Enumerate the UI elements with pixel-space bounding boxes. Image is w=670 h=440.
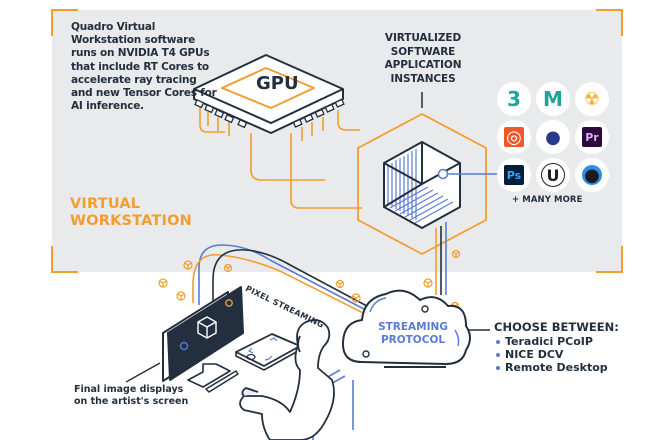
app-glyph: Ps [497, 158, 531, 192]
section-title: VIRTUAL WORKSTATION [70, 196, 192, 230]
app-glyph-text: Pr [582, 127, 602, 147]
gpu-connector-lines [199, 107, 362, 209]
gpu-description: Quadro Virtual Workstation software runs… [71, 21, 217, 113]
monitor-icon [162, 286, 244, 388]
app-unreal-engine-icon: U [536, 158, 570, 192]
app-glyph: ◎ [497, 120, 531, 154]
app-glyph: ● [536, 120, 570, 154]
app-glyph-text: ● [582, 165, 602, 186]
app-glyph-text: ☢ [583, 88, 601, 110]
app-nuke-icon: ☢ [575, 82, 609, 116]
app-3ds-max-icon: 3 [497, 82, 531, 116]
app-glyph: Pr [575, 120, 609, 154]
app-cinema-4d-icon: ● [536, 120, 570, 154]
app-glyph: ● [575, 158, 609, 192]
app-glyph: U [536, 158, 570, 192]
streaming-protocol-label: STREAMING PROTOCOL [368, 321, 458, 346]
app-glyph: 3 [497, 82, 531, 116]
app-glyph: ☢ [575, 82, 609, 116]
gpu-label: GPU [256, 73, 299, 94]
protocol-options-list: Teradici PCoIP NICE DCV Remote Desktop [494, 335, 619, 374]
final-caption-line-2: on the artist's screen [74, 396, 189, 407]
protocol-options-heading: CHOOSE BETWEEN: [494, 320, 619, 334]
protocol-options: CHOOSE BETWEEN: Teradici PCoIP NICE DCV … [494, 320, 619, 374]
drawing-tablet-icon [235, 333, 301, 371]
section-title-line-1: VIRTUAL [70, 196, 141, 212]
app-glyph-text: ◎ [504, 127, 524, 148]
section-title-line-2: WORKSTATION [70, 213, 192, 229]
app-glyph-text: ● [545, 126, 561, 148]
pixel-streaming-cables [192, 244, 386, 324]
instance-cube-icon [383, 141, 497, 229]
cloud-icon [341, 289, 471, 368]
app-glyph: M [536, 82, 570, 116]
app-keyshot-icon: ● [575, 158, 609, 192]
app-glyph-text: 3 [507, 87, 521, 111]
protocol-option: Remote Desktop [494, 361, 619, 374]
cube-to-cloud-cables [435, 222, 447, 295]
panel-corner-brackets [51, 9, 623, 273]
gpu-chip-icon [193, 54, 345, 134]
instances-heading: VIRTUALIZED SOFTWARE APPLICATION INSTANC… [384, 32, 462, 85]
app-premiere-pro-icon: Pr [575, 120, 609, 154]
caption-leader-line [125, 362, 161, 383]
artist-figure-icon [239, 319, 335, 440]
app-glyph-text: U [541, 163, 565, 187]
stylus-icon [205, 370, 239, 393]
final-caption-line-1: Final image displays [74, 384, 184, 395]
many-more-label: + MANY MORE [512, 195, 583, 205]
protocol-option: Teradici PCoIP [494, 335, 619, 348]
streaming-protocol-line-2: PROTOCOL [380, 333, 446, 346]
app-photoshop-icon: Ps [497, 158, 531, 192]
streaming-protocol-line-1: STREAMING [378, 321, 448, 333]
final-image-caption: Final image displays on the artist's scr… [74, 384, 204, 408]
app-glyph-text: Ps [504, 165, 524, 185]
app-glyph-text: M [543, 87, 563, 111]
app-maya-icon: M [536, 82, 570, 116]
instance-hexagon [357, 113, 487, 255]
app-houdini-icon: ◎ [497, 120, 531, 154]
protocol-option: NICE DCV [494, 348, 619, 361]
